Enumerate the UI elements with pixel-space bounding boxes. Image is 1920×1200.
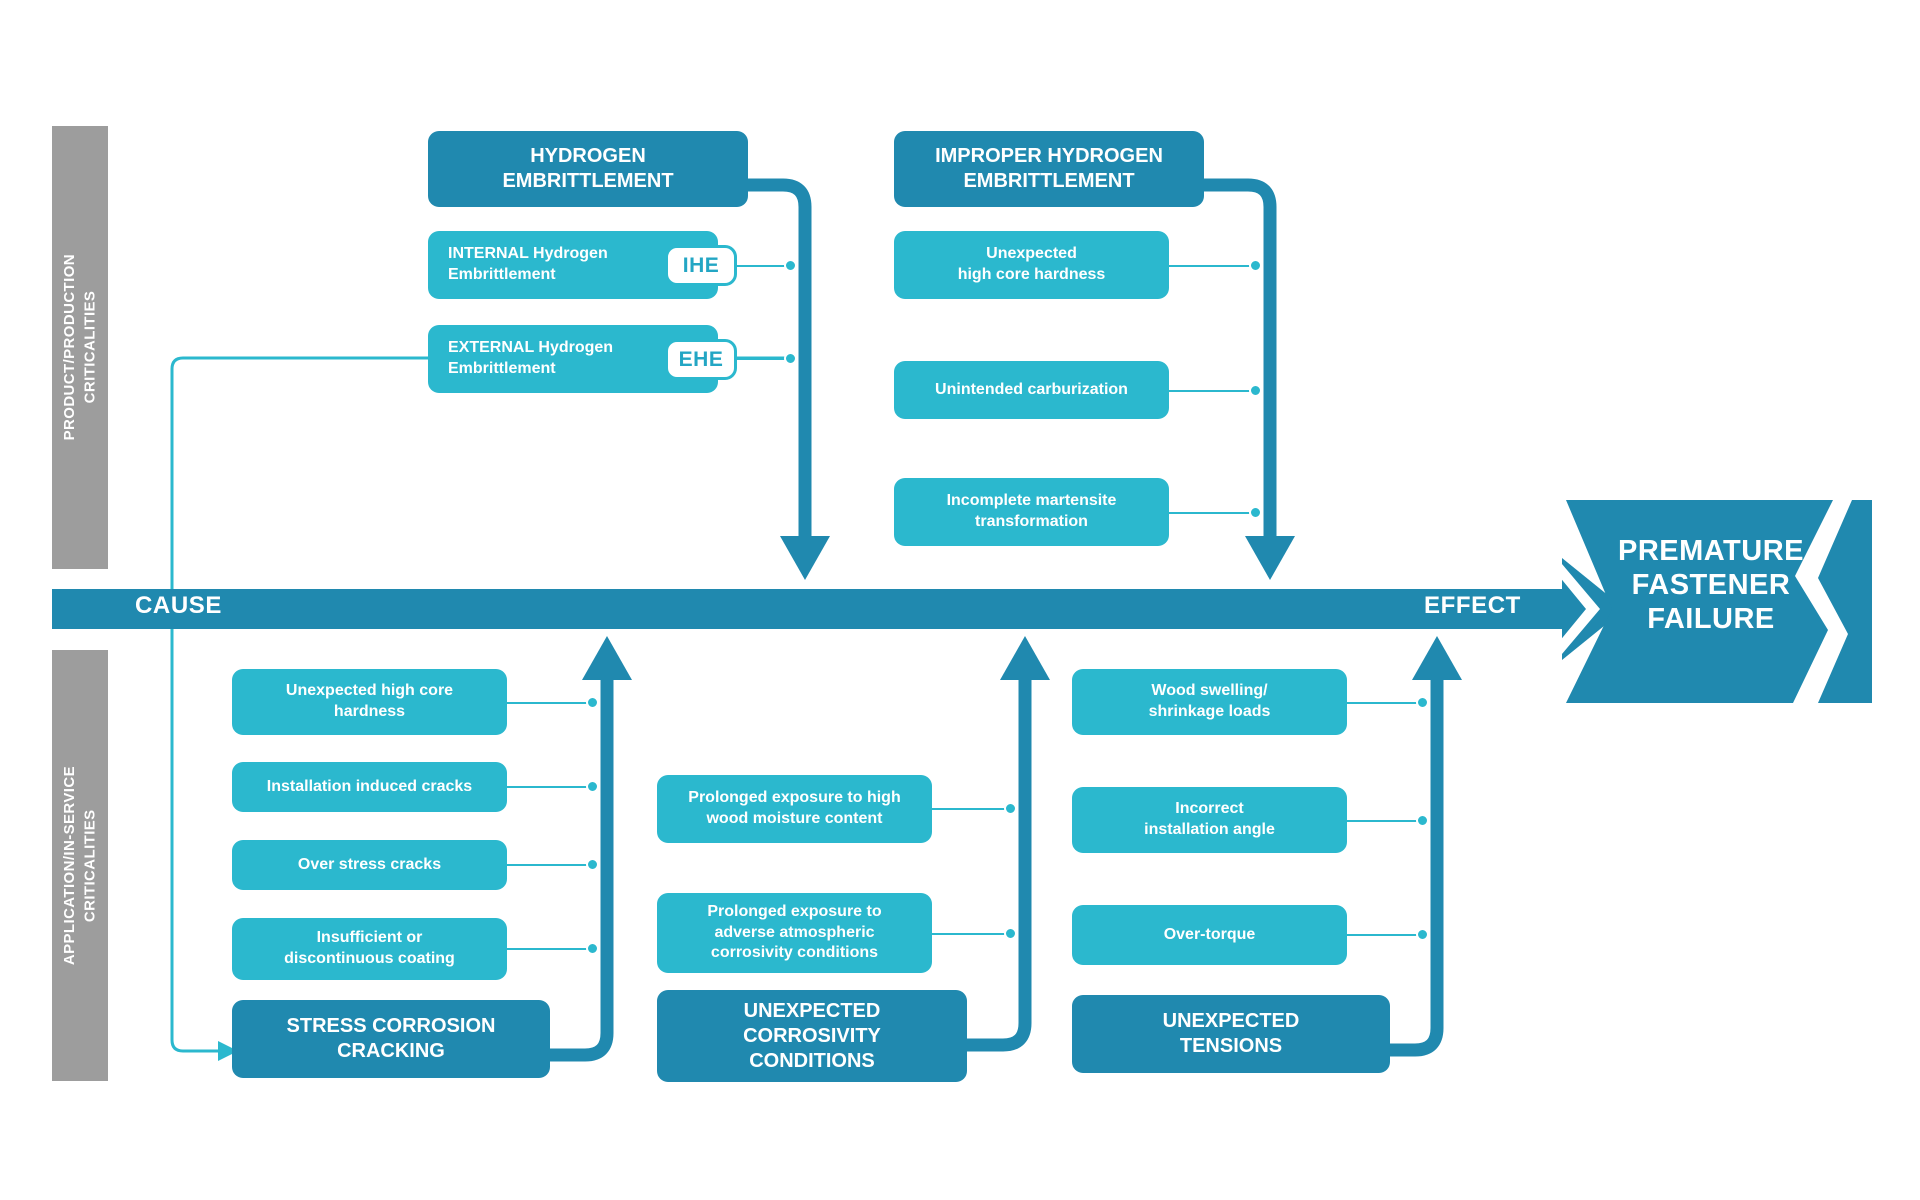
item-prolonged-exposure-wood-moisture[interactable]: Prolonged exposure to high wood moisture… [657, 775, 932, 843]
rail-product-production: PRODUCT/PRODUCTION CRITICALITIES [52, 126, 108, 569]
group-header-unexpected-corrosivity-conditions[interactable]: UNEXPECTED CORROSIVITY CONDITIONS [657, 990, 967, 1082]
arrowhead-unexpected-corrosivity [1000, 636, 1050, 680]
badge-ihe[interactable]: IHE [665, 245, 737, 286]
connector-line-insufficient-or-discontinuous-coating [507, 948, 594, 950]
trunk-unexpected-corrosivity [962, 680, 1032, 1052]
arrowhead-hydrogen-embrittlement [780, 536, 830, 580]
arrowhead-improper-hydrogen-embrittlement [1245, 536, 1295, 580]
badge-ehe[interactable]: EHE [665, 339, 737, 380]
connector-dot-installation-induced-cracks [586, 780, 599, 793]
item-unintended-carburization[interactable]: Unintended carburization [894, 361, 1169, 419]
group-header-hydrogen-embrittlement[interactable]: HYDROGEN EMBRITTLEMENT [428, 131, 748, 207]
rail-application-in-service-label: APPLICATION/IN-SERVICE CRITICALITIES [60, 765, 98, 966]
connector-line-ehe [737, 358, 792, 360]
connector-line-incomplete-martensite-transformation [1169, 512, 1257, 514]
connector-line-over-torque [1347, 934, 1427, 936]
item-prolonged-exposure-atmospheric-corrosivity[interactable]: Prolonged exposure to adverse atmospheri… [657, 893, 932, 973]
connector-line-prolonged-exposure-wood-moisture [932, 808, 1012, 810]
effect-label: EFFECT [1424, 592, 1521, 619]
cause-effect-bar [52, 589, 1580, 629]
connector-line-unexpected-high-core-hardness-top [1169, 265, 1257, 267]
arrowhead-stress-corrosion-cracking [582, 636, 632, 680]
connector-dot-over-stress-cracks [586, 858, 599, 871]
rail-product-production-label: PRODUCT/PRODUCTION CRITICALITIES [60, 254, 98, 441]
group-header-stress-corrosion-cracking[interactable]: STRESS CORROSION CRACKING [232, 1000, 550, 1078]
connector-dot-over-torque [1416, 928, 1429, 941]
trunk-improper-hydrogen-embrittlement [1203, 178, 1277, 536]
connector-line-over-stress-cracks [507, 864, 594, 866]
group-header-improper-hydrogen-embrittlement[interactable]: IMPROPER HYDROGEN EMBRITTLEMENT [894, 131, 1204, 207]
group-header-unexpected-tensions[interactable]: UNEXPECTED TENSIONS [1072, 995, 1390, 1073]
connector-dot-prolonged-exposure-wood-moisture [1004, 802, 1017, 815]
item-wood-swelling-shrinkage-loads[interactable]: Wood swelling/ shrinkage loads [1072, 669, 1347, 735]
connector-dot-incorrect-installation-angle [1416, 814, 1429, 827]
connector-dot-wood-swelling-shrinkage-loads [1416, 696, 1429, 709]
connector-line-incorrect-installation-angle [1347, 820, 1427, 822]
connector-dot-prolonged-exposure-atmospheric-corrosivity [1004, 927, 1017, 940]
connector-line-installation-induced-cracks [507, 786, 594, 788]
cause-label: CAUSE [135, 592, 223, 619]
item-unexpected-high-core-hardness-bottom[interactable]: Unexpected high core hardness [232, 669, 507, 735]
result-banner-text: PREMATURE FASTENER FAILURE [1617, 535, 1805, 636]
connector-dot-incomplete-martensite-transformation [1249, 506, 1262, 519]
connector-line-unintended-carburization [1169, 390, 1257, 392]
item-over-torque[interactable]: Over-torque [1072, 905, 1347, 965]
connector-dot-ihe [784, 259, 797, 272]
arrowhead-unexpected-tensions [1412, 636, 1462, 680]
connector-line-ihe [737, 265, 792, 267]
item-installation-induced-cracks[interactable]: Installation induced cracks [232, 762, 507, 812]
rail-application-in-service: APPLICATION/IN-SERVICE CRITICALITIES [52, 650, 108, 1081]
connector-dot-ehe [784, 352, 797, 365]
connector-line-prolonged-exposure-atmospheric-corrosivity [932, 933, 1012, 935]
item-incorrect-installation-angle[interactable]: Incorrect installation angle [1072, 787, 1347, 853]
connector-line-unexpected-high-core-hardness-bottom [507, 702, 594, 704]
connector-line-wood-swelling-shrinkage-loads [1347, 702, 1427, 704]
connector-dot-unintended-carburization [1249, 384, 1262, 397]
item-insufficient-or-discontinuous-coating[interactable]: Insufficient or discontinuous coating [232, 918, 507, 980]
connector-dot-insufficient-or-discontinuous-coating [586, 942, 599, 955]
item-unexpected-high-core-hardness-top[interactable]: Unexpected high core hardness [894, 231, 1169, 299]
item-incomplete-martensite-transformation[interactable]: Incomplete martensite transformation [894, 478, 1169, 546]
connector-dot-unexpected-high-core-hardness-bottom [586, 696, 599, 709]
item-over-stress-cracks[interactable]: Over stress cracks [232, 840, 507, 890]
item-internal-hydrogen-embrittlement[interactable]: INTERNAL Hydrogen Embrittlement [428, 231, 718, 299]
connector-dot-unexpected-high-core-hardness-top [1249, 259, 1262, 272]
